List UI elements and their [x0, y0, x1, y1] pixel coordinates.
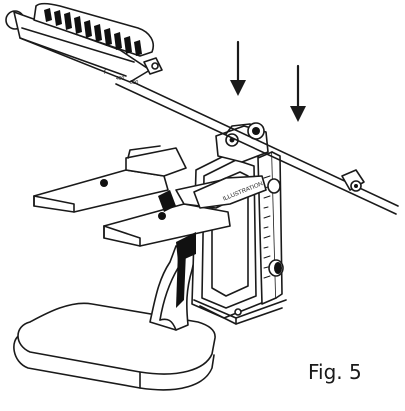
angle-scale-post	[257, 151, 284, 305]
down-arrow-1	[230, 40, 246, 96]
column-post	[149, 245, 197, 331]
down-arrow-2	[290, 64, 306, 122]
svg-text:f: f	[104, 70, 106, 76]
sharpening-stone: f 400 300	[5, 2, 163, 86]
upper-clamp-jaw	[33, 145, 187, 213]
guide-bracket	[215, 122, 269, 163]
svg-text:400: 400	[116, 76, 125, 82]
stone-grip-ridges	[44, 8, 142, 56]
guide-rod	[115, 75, 399, 215]
svg-text:300: 300	[130, 80, 139, 86]
figure-caption: Fig. 5	[308, 360, 362, 384]
